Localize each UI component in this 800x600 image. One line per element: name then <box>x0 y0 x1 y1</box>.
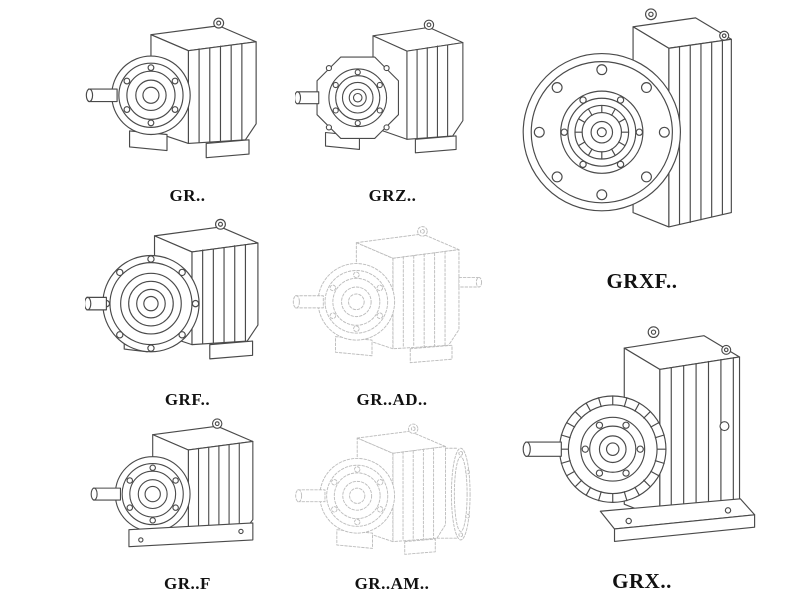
grad-gearbox-drawing <box>292 226 483 364</box>
label-grff: GR..F <box>164 574 211 593</box>
gram-bearing-face <box>319 457 396 534</box>
label-grad: GR..AD.. <box>356 390 428 409</box>
label-grf: GRF.. <box>164 390 211 409</box>
label-grx: GRX.. <box>612 569 672 593</box>
grf-output-shaft <box>85 296 107 311</box>
grx-output-shaft <box>522 441 562 457</box>
figure-grff: GR..F <box>85 416 290 598</box>
gr-bearing-face <box>111 55 191 136</box>
gr-output-shaft <box>85 88 118 103</box>
grad-bearing-face <box>317 263 396 341</box>
grff-base-plate <box>128 522 254 548</box>
figure-grad: GR..AD.. <box>292 212 492 414</box>
gram-gearbox-drawing <box>295 423 471 555</box>
grf-gearbox-drawing <box>85 218 259 360</box>
grx-base <box>599 498 756 542</box>
grf-flange-face <box>102 254 200 353</box>
label-grxf: GRXF.. <box>606 269 678 293</box>
figure-grx: GRX.. <box>497 302 787 598</box>
grxf-flange-face <box>522 53 681 212</box>
grad-output-shaft <box>292 295 324 309</box>
label-gram: GR..AM.. <box>354 574 430 593</box>
figure-grxf: GRXF.. <box>497 0 787 298</box>
gr-gearbox-drawing <box>85 17 257 159</box>
figure-grz: GRZ.. <box>295 2 490 210</box>
grz-gearbox-drawing <box>295 19 464 154</box>
grad-input-shaft <box>458 276 483 288</box>
figure-gr: GR.. <box>85 2 290 210</box>
grff-output-shaft <box>90 487 122 501</box>
grff-bearing-face <box>114 456 191 532</box>
grz-output-shaft <box>295 91 320 105</box>
gram-output-shaft <box>295 489 326 503</box>
grx-gearbox-drawing <box>522 326 756 542</box>
grff-gearbox-drawing <box>90 418 254 548</box>
gram-motor-flange <box>436 447 471 541</box>
figure-grf: GRF.. <box>85 212 290 414</box>
label-gr: GR.. <box>169 186 206 205</box>
label-grz: GRZ.. <box>368 186 417 205</box>
figure-gram: GR..AM.. <box>292 416 492 598</box>
grx-finned-bearing-housing <box>558 395 667 503</box>
grz-flange-face <box>316 56 399 139</box>
grxf-gearbox-drawing <box>522 8 732 228</box>
